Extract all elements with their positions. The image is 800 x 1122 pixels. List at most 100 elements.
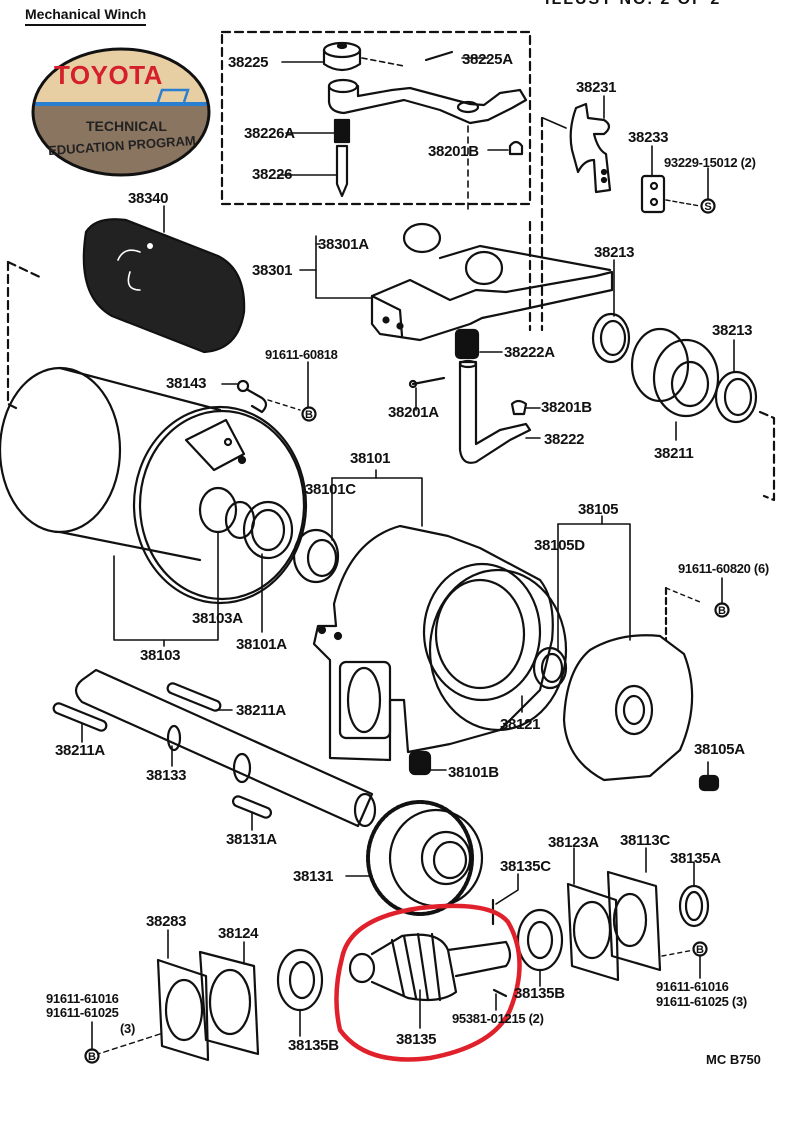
part-label: 38135A [670, 850, 721, 867]
part-38105-cover [562, 586, 730, 782]
part-label: 38222A [504, 344, 555, 361]
part-38233-plate [640, 174, 716, 214]
part-label: 38211 [654, 445, 694, 462]
part-38135-worm-shaft [348, 932, 512, 1002]
part-label: 38121 [500, 716, 541, 733]
part-38201B-plug-top [467, 125, 524, 211]
part-38201B-plug-mid [510, 399, 528, 416]
part-label: 91611-61016 [656, 979, 729, 994]
part-38135B-bearing-left [276, 948, 324, 1012]
part-label: 38131 [293, 868, 334, 885]
logo-wave-icon [156, 88, 190, 103]
part-label: 38101A [236, 636, 287, 653]
s-washer-mark: S [704, 201, 711, 213]
illustration-number: ILLUST NO. 2 OF 2 [545, 0, 721, 9]
part-label: 38226A [244, 125, 295, 142]
part-38231-bracket [540, 102, 612, 332]
part-38113C-cover [606, 870, 708, 972]
part-label: 91611-61025 (3) [656, 994, 747, 1009]
part-label: 95381-01215 (2) [452, 1011, 544, 1026]
part-label: 38105 [578, 501, 619, 518]
part-label-highlighted: 38135 [396, 1031, 437, 1048]
part-label: 38225A [462, 51, 513, 68]
part-label: 38233 [628, 129, 669, 146]
logo-stripe [33, 102, 209, 106]
part-label: 38135C [500, 858, 551, 875]
part-38201A-pin [408, 376, 446, 389]
part-38124-cover [198, 950, 260, 1056]
part-label: 38226 [252, 166, 293, 183]
part-38135B-bearing-right [516, 908, 564, 972]
part-38131A-key [231, 795, 273, 819]
part-38222-shaft [458, 359, 532, 464]
b-bolt-mark: B [88, 1051, 96, 1063]
part-38143-clamp [236, 379, 317, 422]
part-38101C-bushing [292, 528, 340, 584]
part-38225-cap [322, 41, 362, 72]
part-label: 38211A [236, 702, 286, 719]
part-label: 38101 [350, 450, 391, 467]
part-38340-cable-drum [82, 218, 246, 354]
part-label: 93229-15012 (2) [664, 155, 756, 170]
part-38301-frame [370, 220, 614, 342]
part-label: 38101C [305, 481, 356, 498]
part-38222A-spring [454, 328, 480, 360]
part-label: 38201B [428, 143, 479, 160]
b-bolt-mark: B [718, 605, 726, 617]
part-label: 38113C [620, 832, 670, 849]
toyota-tep-logo [31, 47, 211, 177]
b-bolt-mark: B [305, 409, 313, 421]
part-label: 38211A [55, 742, 105, 759]
part-label: (3) [120, 1021, 135, 1036]
part-38103-drum [0, 366, 308, 605]
part-label: 38222 [544, 431, 585, 448]
left-guide-dashed [6, 260, 44, 410]
part-38211A-key-b [166, 682, 222, 712]
part-label: 91611-60818 [265, 347, 338, 362]
part-38213-seal-b [714, 370, 776, 502]
part-38135A-seal [678, 884, 710, 928]
part-bellcrank-arm [327, 78, 528, 125]
part-38101A-seal [242, 500, 294, 560]
part-label: 38201A [388, 404, 439, 421]
part-label: 38213 [594, 244, 635, 261]
part-38121-gasket [428, 568, 568, 732]
part-label: 38201B [541, 399, 592, 416]
page-title: Mechanical Winch [25, 6, 147, 26]
part-38103A-bearing [198, 486, 256, 540]
logo-brand: TOYOTA [54, 60, 163, 90]
part-label: 38340 [128, 190, 169, 207]
part-label: 91611-61016 [46, 991, 119, 1006]
part-label: 38101B [448, 764, 499, 781]
illustration-code: MC B750 [706, 1052, 761, 1067]
part-label: 91611-61025 [46, 1005, 119, 1020]
part-38131-worm-gear [366, 800, 484, 916]
part-38105A-plug [698, 774, 720, 792]
part-label: 38124 [218, 925, 259, 942]
part-38101B-plug [408, 750, 432, 776]
logo-line1: TECHNICAL [86, 118, 167, 134]
upper-subassembly-box [220, 30, 532, 206]
part-label: 38143 [166, 375, 207, 392]
part-label: 38105D [534, 537, 585, 554]
part-label: 38213 [712, 322, 753, 339]
highlight-ring [334, 903, 522, 1062]
part-label: 38131A [226, 831, 277, 848]
part-38283-plate [84, 958, 210, 1064]
part-38213-seal-a [591, 312, 631, 364]
part-38133-shaft [74, 668, 377, 828]
part-label: 38103A [192, 610, 243, 627]
b-bolt-mark: B [696, 944, 704, 956]
part-label: 38225 [228, 54, 269, 71]
part-label: 38301 [252, 262, 293, 279]
part-label: 38103 [140, 647, 181, 664]
part-label: 38283 [146, 913, 187, 930]
part-label: 38301A [318, 236, 369, 253]
part-38105D-seal [532, 646, 568, 690]
part-label: 38123A [548, 834, 599, 851]
leader-lines [81, 57, 735, 1051]
part-38226A-spring [333, 118, 351, 144]
part-label: 38133 [146, 767, 187, 784]
part-label: 38135B [288, 1037, 339, 1054]
